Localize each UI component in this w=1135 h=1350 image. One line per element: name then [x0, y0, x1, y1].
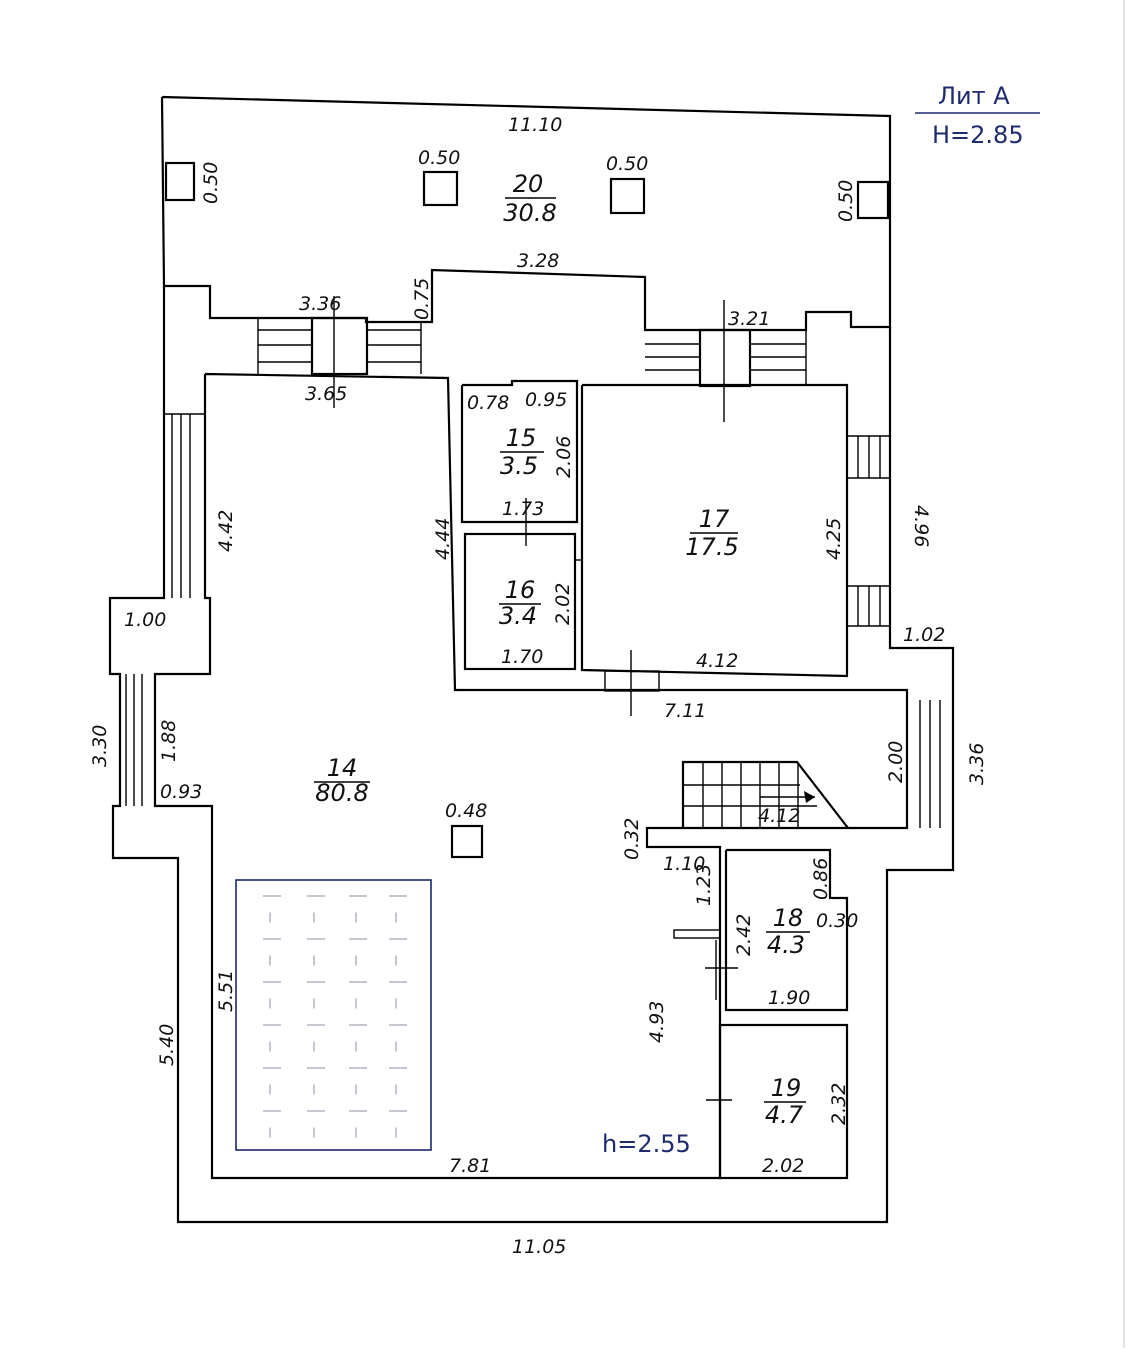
column-right: [856, 180, 890, 220]
svg-text:17: 17: [699, 505, 730, 533]
room-14-outline: [153, 372, 909, 1180]
dim-left-093: 0.93: [160, 781, 202, 803]
door-18: [673, 929, 738, 1000]
dim-r15-w: 1.73: [502, 498, 544, 520]
window-left-lower: [125, 674, 143, 806]
room-label-15: 15 3.5: [500, 424, 544, 480]
dim-r18-w: 1.90: [768, 987, 810, 1009]
column-center: [450, 824, 484, 859]
dim-r18-123: 1.23: [693, 864, 715, 906]
column-mid-left: [422, 170, 459, 207]
dim-right-102: 1.02: [903, 624, 945, 646]
dim-bottom-781: 7.81: [449, 1155, 491, 1177]
dim-stair-412: 4.12: [758, 805, 800, 827]
dim-r15-h: 2.06: [553, 436, 575, 478]
dim-col-right: 0.50: [835, 180, 857, 222]
dim-mid-493: 4.93: [646, 1001, 668, 1043]
room-15-outline: [460, 379, 579, 524]
svg-text:4.7: 4.7: [765, 1101, 804, 1129]
dim-bottom-total: 11.05: [512, 1236, 566, 1258]
dim-r15-b: 0.95: [525, 389, 567, 411]
dim-r18-030: 0.30: [816, 910, 858, 932]
dim-top-width: 11.10: [508, 114, 562, 136]
dim-stair-032: 0.32: [621, 818, 643, 860]
svg-text:80.8: 80.8: [315, 779, 368, 807]
outer-left-wall: [108, 286, 955, 1224]
room-18-outline: [724, 848, 849, 1012]
door-17: [604, 650, 660, 716]
dim-mid-711: 7.11: [664, 700, 706, 722]
room-label-14: 14 80.8: [314, 754, 370, 807]
dim-left-100: 1.00: [124, 609, 166, 631]
lit-label: Лит А: [938, 82, 1010, 110]
dim-right-200: 2.00: [885, 741, 907, 783]
window-right-upper: [847, 435, 890, 627]
height-label: H=2.85: [932, 121, 1024, 149]
dim-r16-h: 2.02: [552, 583, 574, 625]
dim-r19-h: 2.32: [828, 1083, 850, 1125]
dim-r18-h: 2.42: [733, 914, 755, 956]
room-16-outline: [463, 532, 577, 671]
dim-col-mid-left: 0.50: [418, 147, 460, 169]
svg-text:14: 14: [327, 754, 358, 782]
dim-left-442: 4.42: [215, 510, 237, 552]
room-label-18: 18 4.3: [766, 904, 810, 959]
dim-right-336: 3.36: [966, 743, 988, 785]
room-label-17: 17 17.5: [685, 505, 738, 561]
door-right-top: [645, 300, 807, 422]
column-left: [164, 161, 196, 202]
dim-r19-w: 2.02: [762, 1155, 804, 1177]
dim-col-left: 0.50: [200, 162, 222, 204]
ceiling-height-label: h=2.55: [602, 1130, 691, 1158]
pool: [235, 879, 432, 1151]
window-right-lower: [919, 700, 941, 828]
column-mid-right: [609, 177, 646, 215]
dim-top-mid: 3.28: [517, 250, 559, 272]
dim-r16-w: 1.70: [501, 646, 543, 668]
staircase: [681, 760, 849, 829]
room-label-20: 20 30.8: [503, 170, 556, 227]
room-20-outline: [160, 95, 892, 332]
dim-left-opening: 3.36: [299, 293, 341, 315]
dim-col-center: 0.48: [445, 800, 487, 822]
dim-mid-444: 4.44: [432, 518, 454, 560]
dim-r18-086: 0.86: [810, 858, 832, 900]
svg-text:19: 19: [771, 1074, 802, 1102]
window-left-upper: [164, 413, 205, 598]
room-label-19: 19 4.7: [764, 1074, 806, 1129]
dim-left-188: 1.88: [158, 720, 180, 762]
door-left-top: [257, 296, 422, 408]
room-label-16: 16 3.4: [499, 576, 541, 630]
svg-text:18: 18: [773, 904, 804, 932]
svg-text:3.4: 3.4: [499, 602, 537, 630]
svg-text:3.5: 3.5: [500, 452, 538, 480]
svg-text:16: 16: [505, 576, 536, 604]
dim-right-opening: 3.21: [728, 308, 770, 330]
svg-text:30.8: 30.8: [503, 199, 556, 227]
dim-left-540: 5.40: [156, 1024, 178, 1066]
dim-r18-110: 1.10: [663, 853, 705, 875]
dim-r15-a: 0.78: [467, 392, 509, 414]
svg-text:20: 20: [513, 170, 544, 198]
dim-left-330: 3.30: [89, 725, 111, 767]
svg-text:17.5: 17.5: [685, 533, 738, 561]
dim-col-mid-right: 0.50: [606, 153, 648, 175]
svg-text:4.3: 4.3: [767, 931, 805, 959]
dim-wall-075: 0.75: [411, 278, 433, 320]
svg-text:15: 15: [506, 424, 537, 452]
dim-r17-h: 4.25: [823, 518, 845, 560]
room-17-outline: [580, 383, 849, 678]
dim-left-551: 5.51: [215, 970, 237, 1012]
dim-left-room-top: 3.65: [305, 383, 347, 405]
dim-r17-w: 4.12: [696, 650, 738, 672]
dim-right-outer: 4.96: [910, 505, 932, 547]
room-19-outline: [718, 1023, 849, 1180]
